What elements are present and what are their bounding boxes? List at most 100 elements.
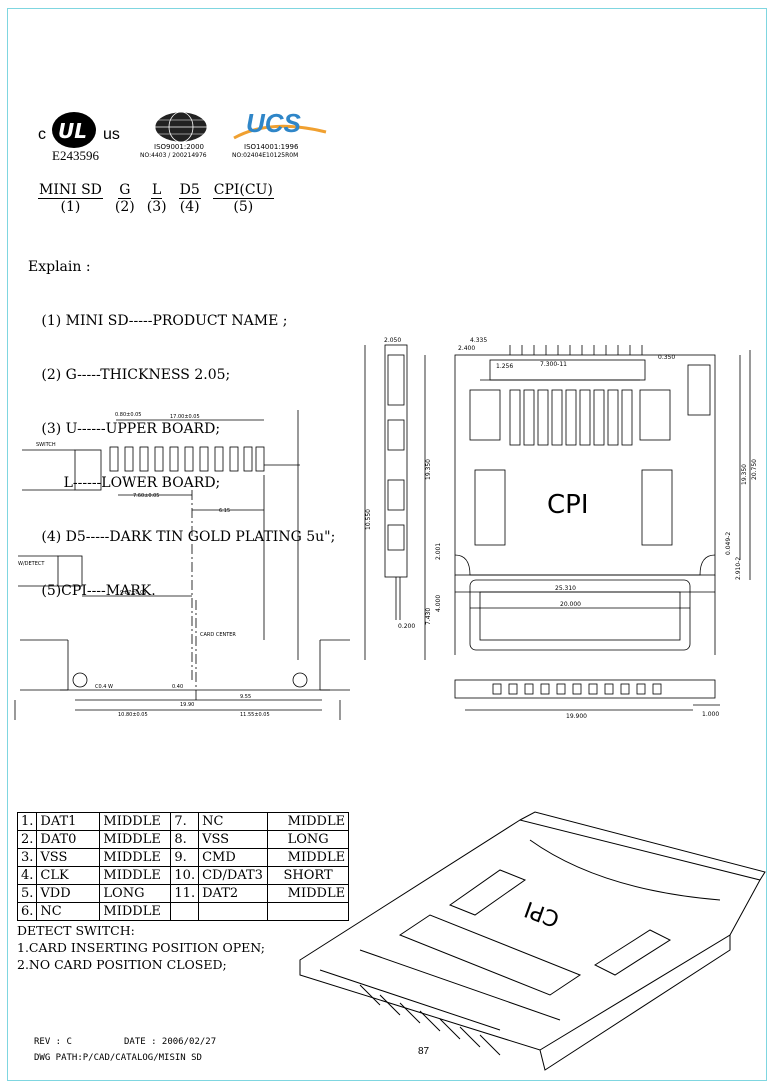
explain-line: (2) G-----THICKNESS 2.05; xyxy=(28,367,231,383)
table-row: 4. CLK MIDDLE 10. CD/DAT3 SHORT xyxy=(16,866,350,885)
dim-label: 1.000 xyxy=(702,711,719,718)
dim-label: 2.050 xyxy=(384,337,401,344)
dim-label: 19.350 xyxy=(425,459,432,480)
top-view xyxy=(424,345,751,660)
table-row: 5. VDD LONG 11. DAT2 MIDDLE xyxy=(16,884,350,903)
table-row: 1. DAT1 MIDDLE 7. NC MIDDLE xyxy=(16,812,350,831)
part-code-item: D5(4) xyxy=(178,182,201,215)
table-cell: 7. xyxy=(170,812,200,831)
part-code-item: MINI SD(1) xyxy=(38,182,103,215)
dim-label: 9.87±0.05 xyxy=(120,590,146,596)
part-code-item: L(3) xyxy=(146,182,167,215)
dim-label: 20.000 xyxy=(560,601,581,608)
dim-label: 10.80±0.05 xyxy=(118,712,148,718)
isometric-view xyxy=(299,811,766,1071)
dim-label: 4.000 xyxy=(435,595,442,612)
dim-label: 1.256 xyxy=(496,363,513,370)
ul-mark-icon: UL xyxy=(52,112,96,148)
table-cell: 5. xyxy=(16,884,38,903)
explain-line: L------LOWER BOARD; xyxy=(28,475,221,491)
table-cell: 4. xyxy=(16,866,38,885)
table-cell: LONG xyxy=(267,830,350,849)
dim-label: 9.55 xyxy=(240,694,251,700)
table-cell: NC xyxy=(198,812,269,831)
table-cell xyxy=(267,902,350,921)
table-cell: LONG xyxy=(99,884,172,903)
date-label: DATE : 2006/02/27 xyxy=(124,1037,217,1047)
table-cell: DAT0 xyxy=(36,830,101,849)
bottom-profile-view xyxy=(454,679,720,711)
dim-label: 19.90 xyxy=(180,702,194,708)
cpi-mark-isometric: CPI xyxy=(521,896,563,932)
table-row: 6. NC MIDDLE xyxy=(16,902,350,921)
drawing-path-label: DWG PATH:P/CAD/CATALOG/MISIN SD xyxy=(34,1053,202,1063)
part-code-item: CPI(CU)(5) xyxy=(212,182,274,215)
table-cell: NC xyxy=(36,902,101,921)
iso9001-line1: ISO9001:2000 xyxy=(154,143,205,151)
dim-label: 6.15 xyxy=(219,508,230,514)
dim-label: W/DETECT xyxy=(18,561,45,567)
detect-switch-title: DETECT SWITCH: xyxy=(17,923,135,938)
dim-label: 0.350 xyxy=(658,354,675,361)
table-cell xyxy=(198,902,269,921)
part-code-breakdown: MINI SD(1) G(2) L(3) D5(4) CPI(CU)(5) xyxy=(38,182,274,215)
table-cell: CD/DAT3 xyxy=(198,866,269,885)
ucs-swoosh-icon xyxy=(233,124,327,140)
table-cell: DAT1 xyxy=(36,812,101,831)
iso14001-line2: NO:02404E10125R0M xyxy=(232,152,299,159)
table-cell: MIDDLE xyxy=(267,884,350,903)
ucs-text: UCS xyxy=(246,108,301,138)
explain-heading: Explain : xyxy=(28,259,91,275)
pcb-dimension-labels: 0.80±0.05 17.00±0.05 7.60±0.05 6.15 9.87… xyxy=(18,412,270,718)
table-cell: MIDDLE xyxy=(267,848,350,867)
table-cell: CMD xyxy=(198,848,269,867)
top-dimension-labels: 4.335 2.400 7.300-11 1.256 0.350 25.310 … xyxy=(425,337,758,625)
explain-line: (5)CPI----MARK. xyxy=(28,583,156,599)
table-row: 3. VSS MIDDLE 9. CMD MIDDLE xyxy=(16,848,350,867)
table-cell: 8. xyxy=(170,830,200,849)
table-cell: 3. xyxy=(16,848,38,867)
dim-label: 11.55±0.05 xyxy=(240,712,270,718)
explain-line: (1) MINI SD-----PRODUCT NAME ; xyxy=(28,313,288,329)
dim-label: 17.00±0.05 xyxy=(170,414,200,420)
table-cell xyxy=(170,902,200,921)
dim-label: 0.049-2 xyxy=(725,532,732,555)
table-cell: SHORT xyxy=(267,866,350,885)
table-cell: 2. xyxy=(16,830,38,849)
table-cell: 11. xyxy=(170,884,200,903)
side-dimension-labels: 2.050 0.200 10.550 xyxy=(365,337,415,630)
table-cell: MIDDLE xyxy=(99,902,172,921)
detect-switch-line: 2.NO CARD POSITION CLOSED; xyxy=(17,957,227,972)
ul-us-letters: us xyxy=(103,126,120,143)
dim-label: 2.001 xyxy=(435,543,442,560)
page-frame xyxy=(7,8,767,1081)
table-cell: VDD xyxy=(36,884,101,903)
table-cell: VSS xyxy=(36,848,101,867)
ul-number: E243596 xyxy=(52,148,99,163)
table-cell: MIDDLE xyxy=(99,812,172,831)
table-cell: VSS xyxy=(198,830,269,849)
dim-label: 0.80±0.05 xyxy=(115,412,141,418)
dim-label: 19.350 xyxy=(741,464,748,485)
table-cell: 6. xyxy=(16,902,38,921)
side-profile-view xyxy=(364,344,408,660)
table-cell: 1. xyxy=(16,812,38,831)
iso9001-line2: NO:4403 / 200214976 xyxy=(140,152,207,159)
dim-label: 0.40 xyxy=(172,684,183,690)
part-code-item: G(2) xyxy=(114,182,135,215)
dim-label: 2.910-2 xyxy=(735,557,742,580)
dim-label: C0.4 W xyxy=(95,684,113,690)
page-number: 87 xyxy=(418,1046,430,1057)
dim-label: 25.310 xyxy=(555,585,576,592)
explain-line: (4) D5-----DARK TIN GOLD PLATING 5u"; xyxy=(28,529,336,545)
table-cell: MIDDLE xyxy=(267,812,350,831)
revision-label: REV : C xyxy=(34,1037,72,1047)
svg-text:UL: UL xyxy=(58,119,87,143)
dim-label: CARD CENTER xyxy=(200,632,236,638)
dim-label: 7.60±0.05 xyxy=(133,493,159,499)
table-cell: MIDDLE xyxy=(99,866,172,885)
table-cell: CLK xyxy=(36,866,101,885)
pin-assignment-table: 1. DAT1 MIDDLE 7. NC MIDDLE 2. DAT0 MIDD… xyxy=(16,812,350,921)
dim-label: 19.900 xyxy=(566,713,587,720)
